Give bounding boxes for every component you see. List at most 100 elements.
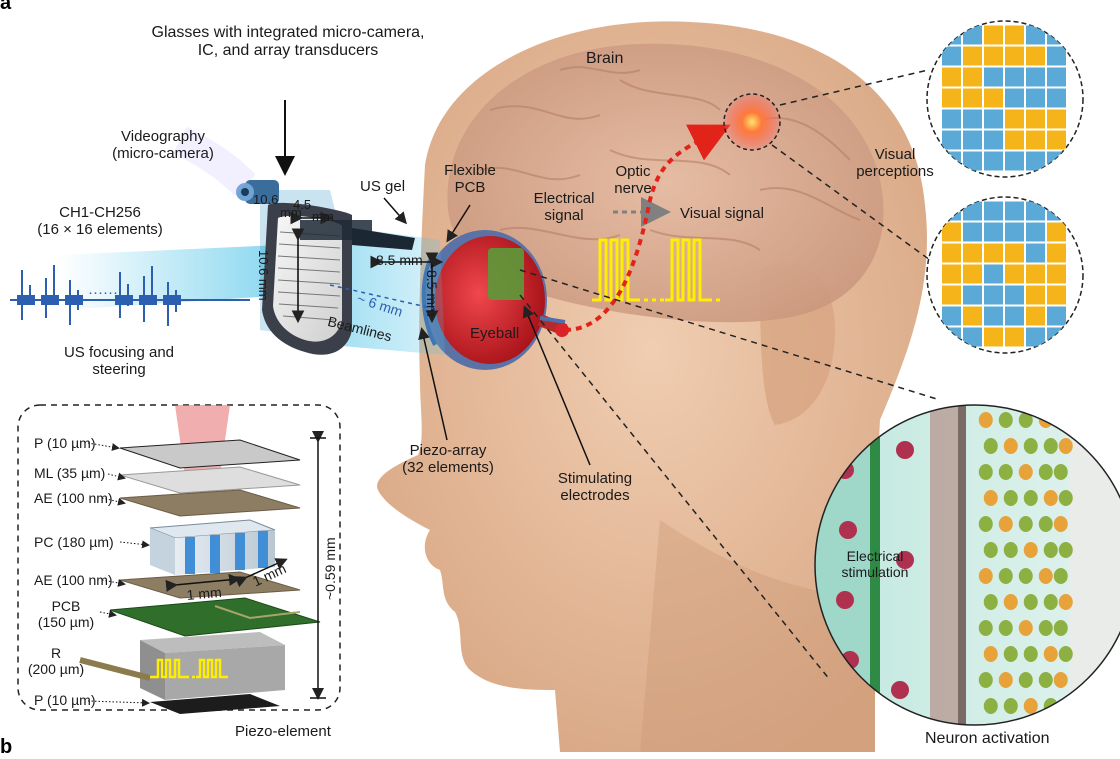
stack-layer-3: AE (100 nm) bbox=[34, 490, 113, 506]
neuron-cell bbox=[1039, 568, 1053, 584]
neuron-cell bbox=[1024, 646, 1038, 662]
neuron-cell bbox=[1039, 672, 1053, 688]
perception-bottom-pixel bbox=[1047, 328, 1066, 347]
perception-top-pixel bbox=[942, 47, 961, 66]
perception-bottom-pixel bbox=[942, 223, 961, 242]
dim-mm-label-2: mm bbox=[312, 210, 334, 225]
neuron-cell bbox=[984, 438, 998, 454]
stack-layer-4: PC (180 µm) bbox=[34, 534, 114, 550]
neuron-cell bbox=[984, 646, 998, 662]
perception-top-pixel bbox=[1026, 110, 1045, 129]
neuron-cell bbox=[1059, 594, 1073, 610]
piezo-array-label: Piezo-array (32 elements) bbox=[388, 442, 508, 477]
perception-bottom-pixel bbox=[984, 307, 1003, 326]
perception-bottom-pixel bbox=[942, 286, 961, 305]
perception-bottom-pixel bbox=[963, 223, 982, 242]
neuron-cell bbox=[979, 412, 993, 428]
neuron-cell bbox=[1019, 516, 1033, 532]
perception-bottom-pixel bbox=[1047, 244, 1066, 263]
neuron-cell bbox=[1044, 542, 1058, 558]
neuron-cell bbox=[1054, 620, 1068, 636]
visual-signal-label: Visual signal bbox=[680, 205, 764, 222]
neuron-cell bbox=[1019, 672, 1033, 688]
perception-top-pixel bbox=[963, 152, 982, 171]
perception-top-pixel bbox=[984, 26, 1003, 45]
neuron-cell bbox=[999, 620, 1013, 636]
dim-vertical-label: 10.6 mm bbox=[255, 250, 270, 301]
neuron-cell bbox=[1004, 646, 1018, 662]
neuron-cell bbox=[1044, 438, 1058, 454]
stack-layer-8: P (10 µm) bbox=[34, 692, 96, 708]
perception-bottom-pixel bbox=[1005, 307, 1024, 326]
perception-bottom-pixel bbox=[984, 328, 1003, 347]
perception-top-pixel bbox=[984, 47, 1003, 66]
neuron-cell bbox=[1044, 646, 1058, 662]
neuron-cell bbox=[1059, 646, 1073, 662]
channels-label: CH1-CH256 (16 × 16 elements) bbox=[10, 204, 190, 239]
neuron-cell bbox=[999, 672, 1013, 688]
perception-top-pixel bbox=[942, 110, 961, 129]
neuron-cell bbox=[1044, 490, 1058, 506]
neuron-cell bbox=[1024, 594, 1038, 610]
perception-bottom bbox=[927, 197, 1083, 353]
glasses-title: Glasses with integrated micro-camera, IC… bbox=[128, 24, 448, 61]
perception-top-pixel bbox=[984, 131, 1003, 150]
brain-label: Brain bbox=[586, 50, 623, 68]
neuron-cell bbox=[979, 568, 993, 584]
neuron-cell bbox=[1019, 568, 1033, 584]
perception-bottom-pixel bbox=[1005, 286, 1024, 305]
perception-bottom-pixel bbox=[1047, 202, 1066, 221]
perception-bottom-pixel bbox=[984, 202, 1003, 221]
us-gel-label: US gel bbox=[360, 178, 405, 195]
stack-layer-6: PCB (150 µm) bbox=[26, 598, 106, 630]
neuron-cell bbox=[1059, 542, 1073, 558]
photoreceptor-cell bbox=[839, 521, 857, 539]
neuron-cell bbox=[979, 464, 993, 480]
electrical-stimulation-label: Electrical stimulation bbox=[830, 548, 920, 580]
neuron-cell bbox=[1004, 594, 1018, 610]
neuron-cell bbox=[1059, 490, 1073, 506]
neuron-cell bbox=[1024, 490, 1038, 506]
perception-bottom-pixel bbox=[963, 202, 982, 221]
neuron-cell bbox=[1039, 516, 1053, 532]
perception-bottom-pixel bbox=[984, 286, 1003, 305]
flexible-pcb-label: Flexible PCB bbox=[430, 162, 510, 197]
steering-label: US focusing and steering bbox=[34, 344, 204, 379]
perception-bottom-pixel bbox=[963, 328, 982, 347]
neuron-cell bbox=[984, 698, 998, 714]
perception-bottom-pixel bbox=[1026, 244, 1045, 263]
stack-layer-7: R (200 µm) bbox=[26, 645, 86, 677]
neuron-cell bbox=[999, 516, 1013, 532]
perception-top-pixel bbox=[1005, 152, 1024, 171]
perception-top-pixel bbox=[963, 110, 982, 129]
perception-top-pixel bbox=[1005, 26, 1024, 45]
neuron-cell bbox=[1054, 412, 1068, 428]
perception-top-pixel bbox=[1047, 131, 1066, 150]
perception-top-pixel bbox=[984, 152, 1003, 171]
perception-bottom-pixel bbox=[1026, 202, 1045, 221]
perception-bottom-pixel bbox=[942, 265, 961, 284]
perception-top-pixel bbox=[963, 131, 982, 150]
neuron-cell bbox=[999, 412, 1013, 428]
neuron-cell bbox=[1004, 438, 1018, 454]
perception-top-pixel bbox=[1026, 89, 1045, 108]
perception-bottom-pixel bbox=[1005, 265, 1024, 284]
perception-top-pixel bbox=[942, 89, 961, 108]
neuron-cell bbox=[1054, 464, 1068, 480]
stack-layer-1: P (10 µm) bbox=[34, 435, 96, 451]
perception-top-pixel bbox=[963, 89, 982, 108]
us-gel-arrow bbox=[384, 198, 405, 222]
eyeball-label: Eyeball bbox=[470, 325, 519, 342]
neuron-cell bbox=[984, 594, 998, 610]
perception-top-pixel bbox=[963, 26, 982, 45]
visual-perceptions-label: Visual perceptions bbox=[840, 146, 950, 181]
perception-bottom-pixel bbox=[1005, 244, 1024, 263]
neuron-cell bbox=[979, 620, 993, 636]
camera-label: Videography (micro-camera) bbox=[98, 128, 228, 163]
neuron-cell bbox=[1004, 698, 1018, 714]
dim-mm-label-1: mm bbox=[280, 206, 302, 221]
photoreceptor-cell bbox=[896, 441, 914, 459]
stim-electrodes-label: Stimulating electrodes bbox=[540, 470, 650, 505]
perception-top-pixel bbox=[1047, 89, 1066, 108]
neuron-cell bbox=[1039, 620, 1053, 636]
